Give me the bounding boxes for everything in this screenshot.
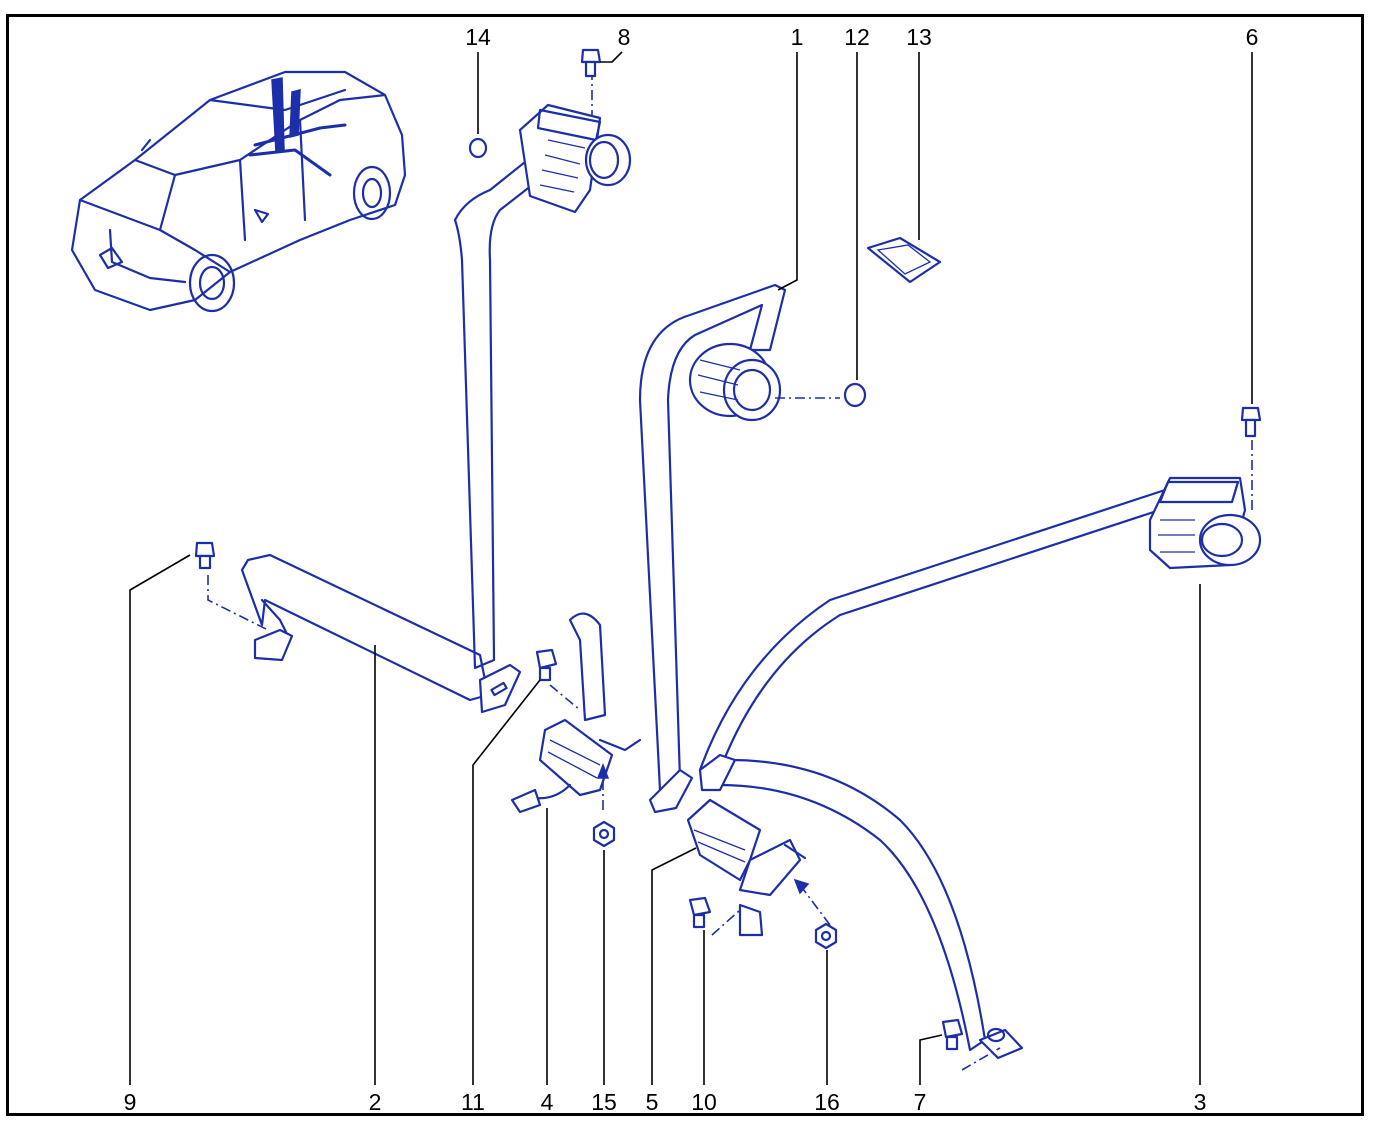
callout-4: 4: [541, 1089, 554, 1115]
callout-7: 7: [914, 1089, 927, 1115]
callout-11: 11: [461, 1089, 485, 1115]
leader-lines: [129, 51, 1253, 1085]
callout-5: 5: [646, 1089, 659, 1115]
retractor-8: [518, 70, 632, 214]
callout-10: 10: [691, 1089, 717, 1115]
retractor-3: [1148, 440, 1262, 570]
callout-16: 16: [814, 1089, 840, 1115]
callout-9: 9: [124, 1089, 137, 1115]
callout-2: 2: [369, 1089, 382, 1115]
callout-15: 15: [591, 1089, 617, 1115]
buckle-5: [686, 798, 831, 937]
rear-centre-seat-belt: [638, 283, 840, 814]
callout-14: 14: [465, 24, 491, 50]
buckle-4: [510, 612, 642, 814]
vehicle-thumbnail: [70, 70, 407, 313]
diagram-frame: [6, 14, 1364, 1116]
callout-1: 1: [791, 24, 804, 50]
callout-8: 8: [618, 24, 631, 50]
rear-right-seat-belt: [698, 488, 1177, 1060]
fasteners: [194, 48, 1262, 1071]
callout-6: 6: [1246, 24, 1259, 50]
callout-3: 3: [1194, 1089, 1207, 1115]
callout-12: 12: [844, 24, 870, 50]
rear-left-seat-belt: [240, 148, 547, 714]
callout-labels: 14 8 1 12 13 6 9 2 11 4 15 5 10 16 7 3: [124, 24, 1259, 1115]
callout-13: 13: [906, 24, 932, 50]
